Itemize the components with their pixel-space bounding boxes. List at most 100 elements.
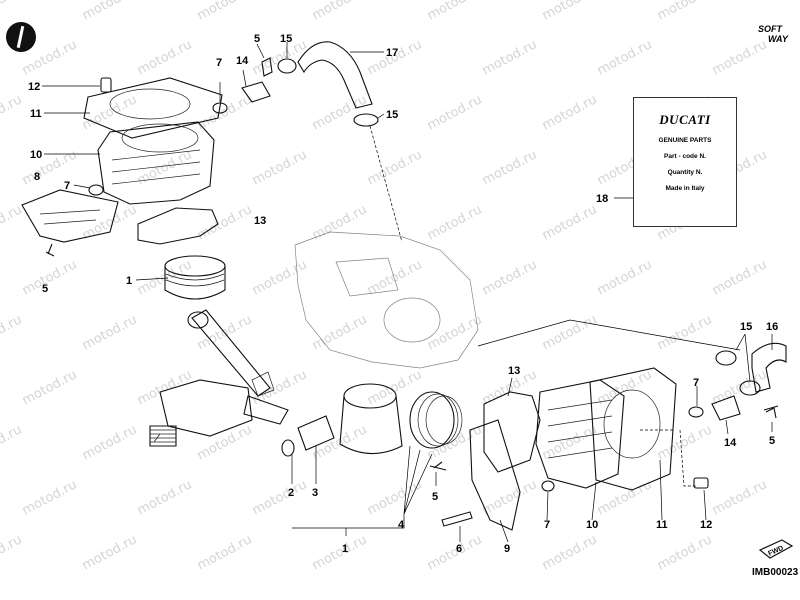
tag-line-origin: Made in Italy <box>665 185 705 192</box>
watermark-text: motod.ru <box>20 147 80 188</box>
callout-5-top: 5 <box>254 33 260 45</box>
watermark-text: motod.ru <box>0 0 25 24</box>
base-gasket-13-lower <box>483 391 541 473</box>
crank-journal <box>149 425 177 447</box>
callout-10-lower: 10 <box>586 519 598 531</box>
callout-2: 2 <box>288 487 294 499</box>
hose-16 <box>751 342 787 393</box>
piston-1-lower-skirt <box>339 395 403 455</box>
drawing-code: IMB00023 <box>752 567 799 578</box>
crankcase-outline <box>294 231 479 369</box>
dowel-pin-12 <box>100 77 112 93</box>
callout-15: 15 <box>280 33 292 45</box>
crankcase-bore <box>383 297 441 343</box>
watermark-text: motod.ru <box>195 202 255 243</box>
watermark-text: motod.ru <box>425 92 485 133</box>
watermark-text: motod.ru <box>195 92 255 133</box>
watermark-text: motod.ru <box>80 202 140 243</box>
callout-16: 16 <box>766 321 778 333</box>
o-ring-7 <box>88 184 104 196</box>
screw-5-top <box>261 57 273 77</box>
watermark-text: motod.ru <box>0 312 25 353</box>
watermark-text: motod.ru <box>135 147 195 188</box>
softway-logo: SOFT WAY <box>756 24 796 48</box>
o-ring-7-lower <box>688 406 704 418</box>
gasket-bore-lower <box>603 389 661 459</box>
lower-cylinder-assembly <box>281 342 787 531</box>
stud-6 <box>441 511 473 527</box>
tag-line-partcode: Part - code N. <box>664 153 706 160</box>
watermark-text: motod.ru <box>310 92 370 133</box>
watermark-text: motod.ru <box>195 532 255 573</box>
ring-4b <box>417 393 459 447</box>
watermark-text: motod.ru <box>540 0 600 24</box>
watermark-text: motod.ru <box>710 37 770 78</box>
watermark-text: motod.ru <box>540 202 600 243</box>
watermark-text: motod.ru <box>250 257 310 298</box>
watermark-text: motod.ru <box>135 477 195 518</box>
leader-lines <box>42 42 773 543</box>
callout-18: 18 <box>596 193 608 205</box>
callout-15-right: 15 <box>740 321 752 333</box>
piston-rings <box>165 273 225 287</box>
watermark-text: motod.ru <box>195 422 255 463</box>
callout-1-lower: 1 <box>342 543 348 555</box>
callout-13-lower: 13 <box>508 365 520 377</box>
ring-4c <box>425 395 463 445</box>
watermark-text: motod.ru <box>655 0 715 24</box>
watermark-text: motod.ru <box>310 0 370 24</box>
ring-set-4 <box>409 391 455 449</box>
dowel-pin-12-lower <box>693 477 709 489</box>
callout-9: 9 <box>504 543 510 555</box>
cylinder-10-lower <box>535 379 625 489</box>
callout-14-right: 14 <box>724 437 737 449</box>
crank-pin <box>243 395 289 425</box>
watermark-text: motod.ru <box>135 37 195 78</box>
cylinder-10 <box>97 121 215 205</box>
watermark-text: motod.ru <box>310 202 370 243</box>
watermark-text: motod.ru <box>365 147 425 188</box>
watermark-text: motod.ru <box>365 367 425 408</box>
tag-brand: DUCATI <box>659 112 711 127</box>
watermark-text: motod.ru <box>480 257 540 298</box>
fitting-14-lower <box>711 395 741 421</box>
watermark-text: motod.ru <box>310 532 370 573</box>
callout-14: 14 <box>236 55 249 67</box>
callout-12-lower: 12 <box>700 519 712 531</box>
callout-1: 1 <box>126 275 132 287</box>
watermark-text: motod.ru <box>195 0 255 24</box>
small-end <box>187 311 209 329</box>
callout-3: 3 <box>312 487 318 499</box>
piston-pin-3 <box>297 415 335 451</box>
watermark-text: motod.ru <box>480 147 540 188</box>
cylinder-gasket-11-lower <box>589 367 677 491</box>
callout-13: 13 <box>254 215 266 227</box>
watermark-text: motod.ru <box>655 312 715 353</box>
cylinder-bore <box>121 123 199 153</box>
watermark-text: motod.ru <box>365 477 425 518</box>
upper-cylinder-assembly <box>21 77 226 300</box>
tag-line-quantity: Quantity N. <box>667 169 703 176</box>
watermark-text: motod.ru <box>20 477 80 518</box>
cylinder-fins-lower <box>547 399 613 459</box>
watermark-text: motod.ru <box>80 0 140 24</box>
watermark-text: motod.ru <box>540 422 600 463</box>
watermark-text: motod.ru <box>425 0 485 24</box>
crank-counterweight <box>251 371 275 397</box>
cylinder-gasket-11 <box>83 77 223 139</box>
cover-ribs <box>39 209 101 225</box>
callout-17: 17 <box>386 47 398 59</box>
watermark-text: motod.ru <box>480 37 540 78</box>
watermark-text: motod.ru <box>655 422 715 463</box>
callout-5-lower: 5 <box>432 491 438 503</box>
callout-5-right: 5 <box>769 435 775 447</box>
crankcase-body <box>294 231 479 369</box>
breather-hose-assembly <box>212 41 379 127</box>
watermark-text: motod.ru <box>20 37 80 78</box>
callout-7-top: 7 <box>216 57 222 69</box>
callout-8: 8 <box>34 171 40 183</box>
crankshaft-assembly <box>149 309 289 447</box>
clamp-15-right <box>715 350 737 366</box>
